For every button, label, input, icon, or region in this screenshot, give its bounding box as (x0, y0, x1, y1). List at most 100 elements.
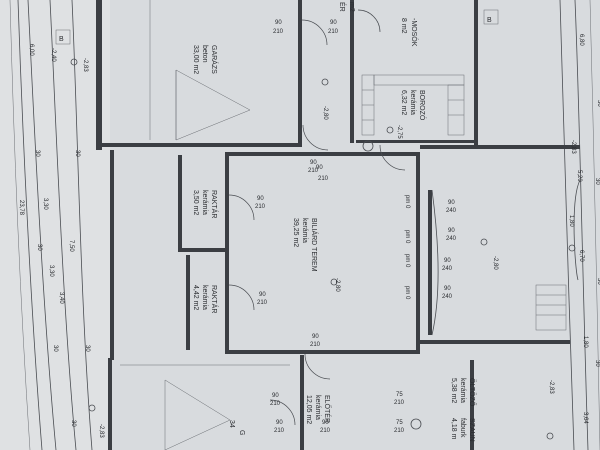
dimension-text: 30 (70, 420, 76, 427)
sink-circle (410, 418, 422, 430)
room-area: 39,25 m2 (292, 218, 299, 247)
room-area: 12,05 m2 (305, 395, 312, 424)
dimension-text: -2,83 (82, 58, 88, 72)
room-area: 5,38 m2 (450, 378, 457, 403)
room-name: -MOSÓK (410, 18, 419, 47)
drain-circle (362, 140, 374, 152)
room-name: BILIÁRD TEREM (310, 218, 319, 272)
dimension-text: 90 (444, 258, 451, 264)
dimension-text: 210 (318, 176, 329, 182)
dimension-text: 5,20 (576, 170, 582, 182)
dimension-text: 90 (444, 286, 451, 292)
room-area: 8 m2 (400, 18, 407, 34)
room-area: 6,32 m2 (400, 90, 407, 115)
walls (96, 0, 580, 450)
level-markers: -2,80 -2,80 -2,75 -2,80 -2,83 -2,83 -2,8… (70, 58, 576, 440)
dimension-text: 210 (255, 204, 266, 210)
room-area: 4,42 m2 (192, 285, 199, 310)
dimension-text: 240 (442, 266, 453, 272)
level-marker: -2,83 (546, 380, 554, 440)
dimension-text: 75 (396, 420, 403, 426)
level-marker: -2,83 (568, 140, 576, 252)
dimension-text: 3,30 (42, 198, 48, 210)
dimension-text: 210 (394, 428, 405, 434)
level-marker: -2,80 (330, 278, 340, 292)
room-biliard: BILIÁRD TEREM kerámia 39,25 m2 (292, 218, 319, 272)
room-material: faburk (459, 418, 466, 438)
dimension-text: 6,80 (578, 34, 584, 46)
dimension-text: pm 0 (404, 195, 410, 209)
room-mosok: -MOSÓK 8 m2 (400, 18, 419, 47)
room-material: kerámia (201, 190, 208, 215)
level-marker: -2,83 (70, 58, 88, 72)
dimension-text: 1,80 (568, 215, 574, 227)
section-mark-top-left: B (55, 29, 71, 45)
room-area: 33,00 m2 (192, 45, 199, 74)
section-mark-label: B (59, 36, 64, 43)
dimension-text: 90 (310, 160, 317, 166)
dimension-text: 90 (316, 165, 323, 171)
room-name: GARÁZS (210, 45, 219, 74)
room-name: BOROZÓ (418, 90, 427, 121)
dimension-text: 210 (270, 401, 281, 407)
room-name: ÖLTÖZŐ (468, 378, 477, 407)
dimension-text: 30 (594, 178, 600, 185)
dimension-text: 90 (257, 196, 264, 202)
garage-top-ramp (149, 0, 251, 141)
dimension-text: 210 (274, 428, 285, 434)
level-marker: -2,80 (321, 78, 329, 120)
room-raktar-1: RAKTÁR kerámia 3,50 m2 (192, 190, 219, 218)
left-dimension-lines (9, 0, 93, 450)
dimension-text: 90 (276, 420, 283, 426)
dimension-text: 90 (448, 228, 455, 234)
dimension-text: 23,78 (18, 200, 24, 216)
dimension-text: 90 (259, 292, 266, 298)
dimension-text: 30 (34, 150, 40, 157)
door-dim: 90 210 (316, 165, 329, 182)
room-area-fragment: m2 (348, 2, 355, 12)
room-area: 4,18 m (450, 418, 457, 440)
dimension-text: -2,40 (50, 48, 56, 62)
dimension-text: 30 (594, 360, 600, 367)
dimension-text: 30 (596, 100, 600, 107)
room-top-fragment: ÉR m2 (338, 2, 355, 12)
section-mark-top-right: B (483, 9, 499, 25)
dimension-text: 30 (84, 345, 90, 352)
dimension-text: 3,40 (58, 292, 64, 304)
dimension-text: 90 (275, 20, 282, 26)
level-marker: -2,83 (88, 404, 104, 438)
dimension-text: 3,64 (582, 412, 588, 424)
room-garazs-top: GARÁZS beton 33,00 m2 (192, 45, 219, 74)
dimension-text: -2,83 (548, 380, 554, 394)
dimension-text: -2,83 (98, 424, 104, 438)
garage-bottom-ramp (120, 364, 290, 450)
dimension-text: 3,30 (48, 265, 54, 277)
dimension-text: pm 0 (404, 230, 410, 244)
room-material: beton (201, 45, 208, 63)
room-material: kerámia (314, 395, 321, 420)
dimension-text: 90 (322, 420, 329, 426)
terrace-curve (431, 179, 581, 336)
right-dimension-values: 6,80 5,20 1,80 6,70 1,80 3,64 30 30 30 3… (568, 34, 600, 424)
room-oltozo: ÖLTÖZŐ kerámia 5,38 m2 (450, 378, 477, 407)
room-name: G (238, 430, 245, 435)
room-name: SZAUN (468, 418, 475, 442)
dimension-text: 75 (396, 392, 403, 398)
room-material: kerámia (201, 285, 208, 310)
